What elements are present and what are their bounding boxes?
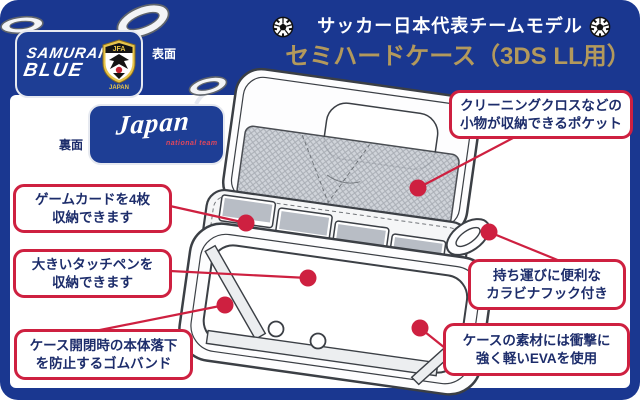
model-line: サッカー日本代表チームモデル (317, 16, 583, 36)
callout-rubber-band: ケース開閉時の本体落下 を防止するゴムバンド (14, 329, 193, 380)
callout-touch-pen: 大きいタッチペンを 収納できます (13, 249, 172, 298)
case-front-view: SAMURAI BLUE JFA JAPAN (15, 30, 143, 98)
national-team-tagline: national team (166, 140, 218, 147)
callout-carabiner: 持ち運びに便利な カラビナフック付き (468, 259, 626, 310)
front-side-label: 表面 (152, 47, 177, 61)
callout-eva-material: ケースの素材には衝撃に 強く軽いEVAを使用 (443, 323, 630, 376)
back-side-label: 裏面 (59, 138, 84, 152)
callout-pocket: クリーニングクロスなどの 小物が収納できるポケット (449, 90, 633, 139)
brand-blue: BLUE (21, 60, 86, 81)
japan-script-logo: Japan (115, 105, 192, 141)
soccer-ball-icon (589, 16, 611, 38)
case-back-view: Japan national team (88, 104, 225, 165)
svg-text:JAPAN: JAPAN (109, 85, 129, 91)
jfa-crest-icon: JFA JAPAN (102, 39, 136, 91)
page-title: セミハードケース（3DS LL用） (285, 43, 631, 70)
soccer-ball-icon (272, 16, 294, 38)
samurai-blue-logo: SAMURAI BLUE (21, 45, 106, 81)
brand-samurai: SAMURAI (25, 45, 106, 62)
callout-game-cards: ゲームカードを4枚 収納できます (13, 184, 172, 233)
svg-text:JFA: JFA (113, 46, 126, 53)
